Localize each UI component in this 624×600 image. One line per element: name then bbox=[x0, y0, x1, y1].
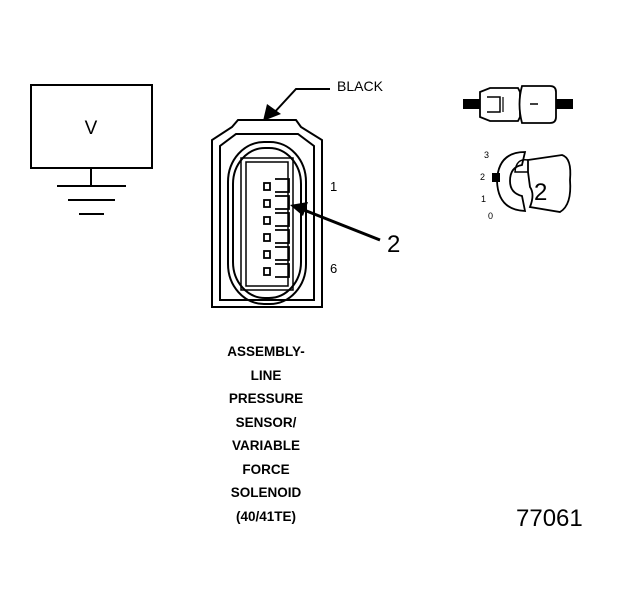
terminal-pin-3 bbox=[263, 212, 290, 227]
terminal-pin-1 bbox=[263, 178, 290, 193]
caption-line: FORCE bbox=[242, 461, 290, 477]
color-leader-line bbox=[263, 88, 330, 121]
selector-step-2: 2 bbox=[480, 172, 485, 182]
connector-body bbox=[211, 119, 323, 308]
figure-id: 77061 bbox=[516, 505, 583, 532]
rotary-selector-icon bbox=[492, 151, 572, 213]
caption-line: ASSEMBLY- bbox=[227, 344, 305, 359]
probe-callout-arrow bbox=[290, 202, 381, 242]
probe-tool-icon bbox=[463, 85, 573, 124]
selector-step-0: 0 bbox=[488, 211, 493, 221]
connector-color-label: BLACK bbox=[337, 78, 384, 94]
terminal-pin-2 bbox=[263, 195, 290, 210]
caption-line: LINE bbox=[250, 367, 282, 383]
terminal-cavities bbox=[263, 178, 290, 278]
caption-line: SENSOR/ bbox=[235, 414, 297, 430]
terminal-pin-5 bbox=[263, 246, 290, 261]
terminal-pin-4 bbox=[263, 229, 290, 244]
selector-step-1: 1 bbox=[481, 194, 486, 204]
probe-callout-number: 2 bbox=[534, 179, 547, 206]
caption-line: PRESSURE bbox=[228, 391, 304, 406]
selector-step-3: 3 bbox=[484, 150, 489, 160]
caption-line: SOLENOID bbox=[230, 485, 302, 500]
caption-line: (40/41TE) bbox=[235, 508, 297, 524]
ground-symbol-icon bbox=[57, 168, 126, 215]
component-caption: ASSEMBLY- LINE PRESSURE SENSOR/ VARIABLE… bbox=[196, 340, 336, 528]
voltmeter-symbol: V bbox=[85, 118, 98, 139]
connector-callout-number: 2 bbox=[387, 231, 400, 258]
pin-label-first: 1 bbox=[330, 179, 337, 194]
pin-label-last: 6 bbox=[330, 261, 337, 276]
terminal-pin-6 bbox=[263, 263, 290, 278]
caption-line: VARIABLE bbox=[231, 438, 300, 453]
voltmeter: V bbox=[30, 84, 153, 169]
